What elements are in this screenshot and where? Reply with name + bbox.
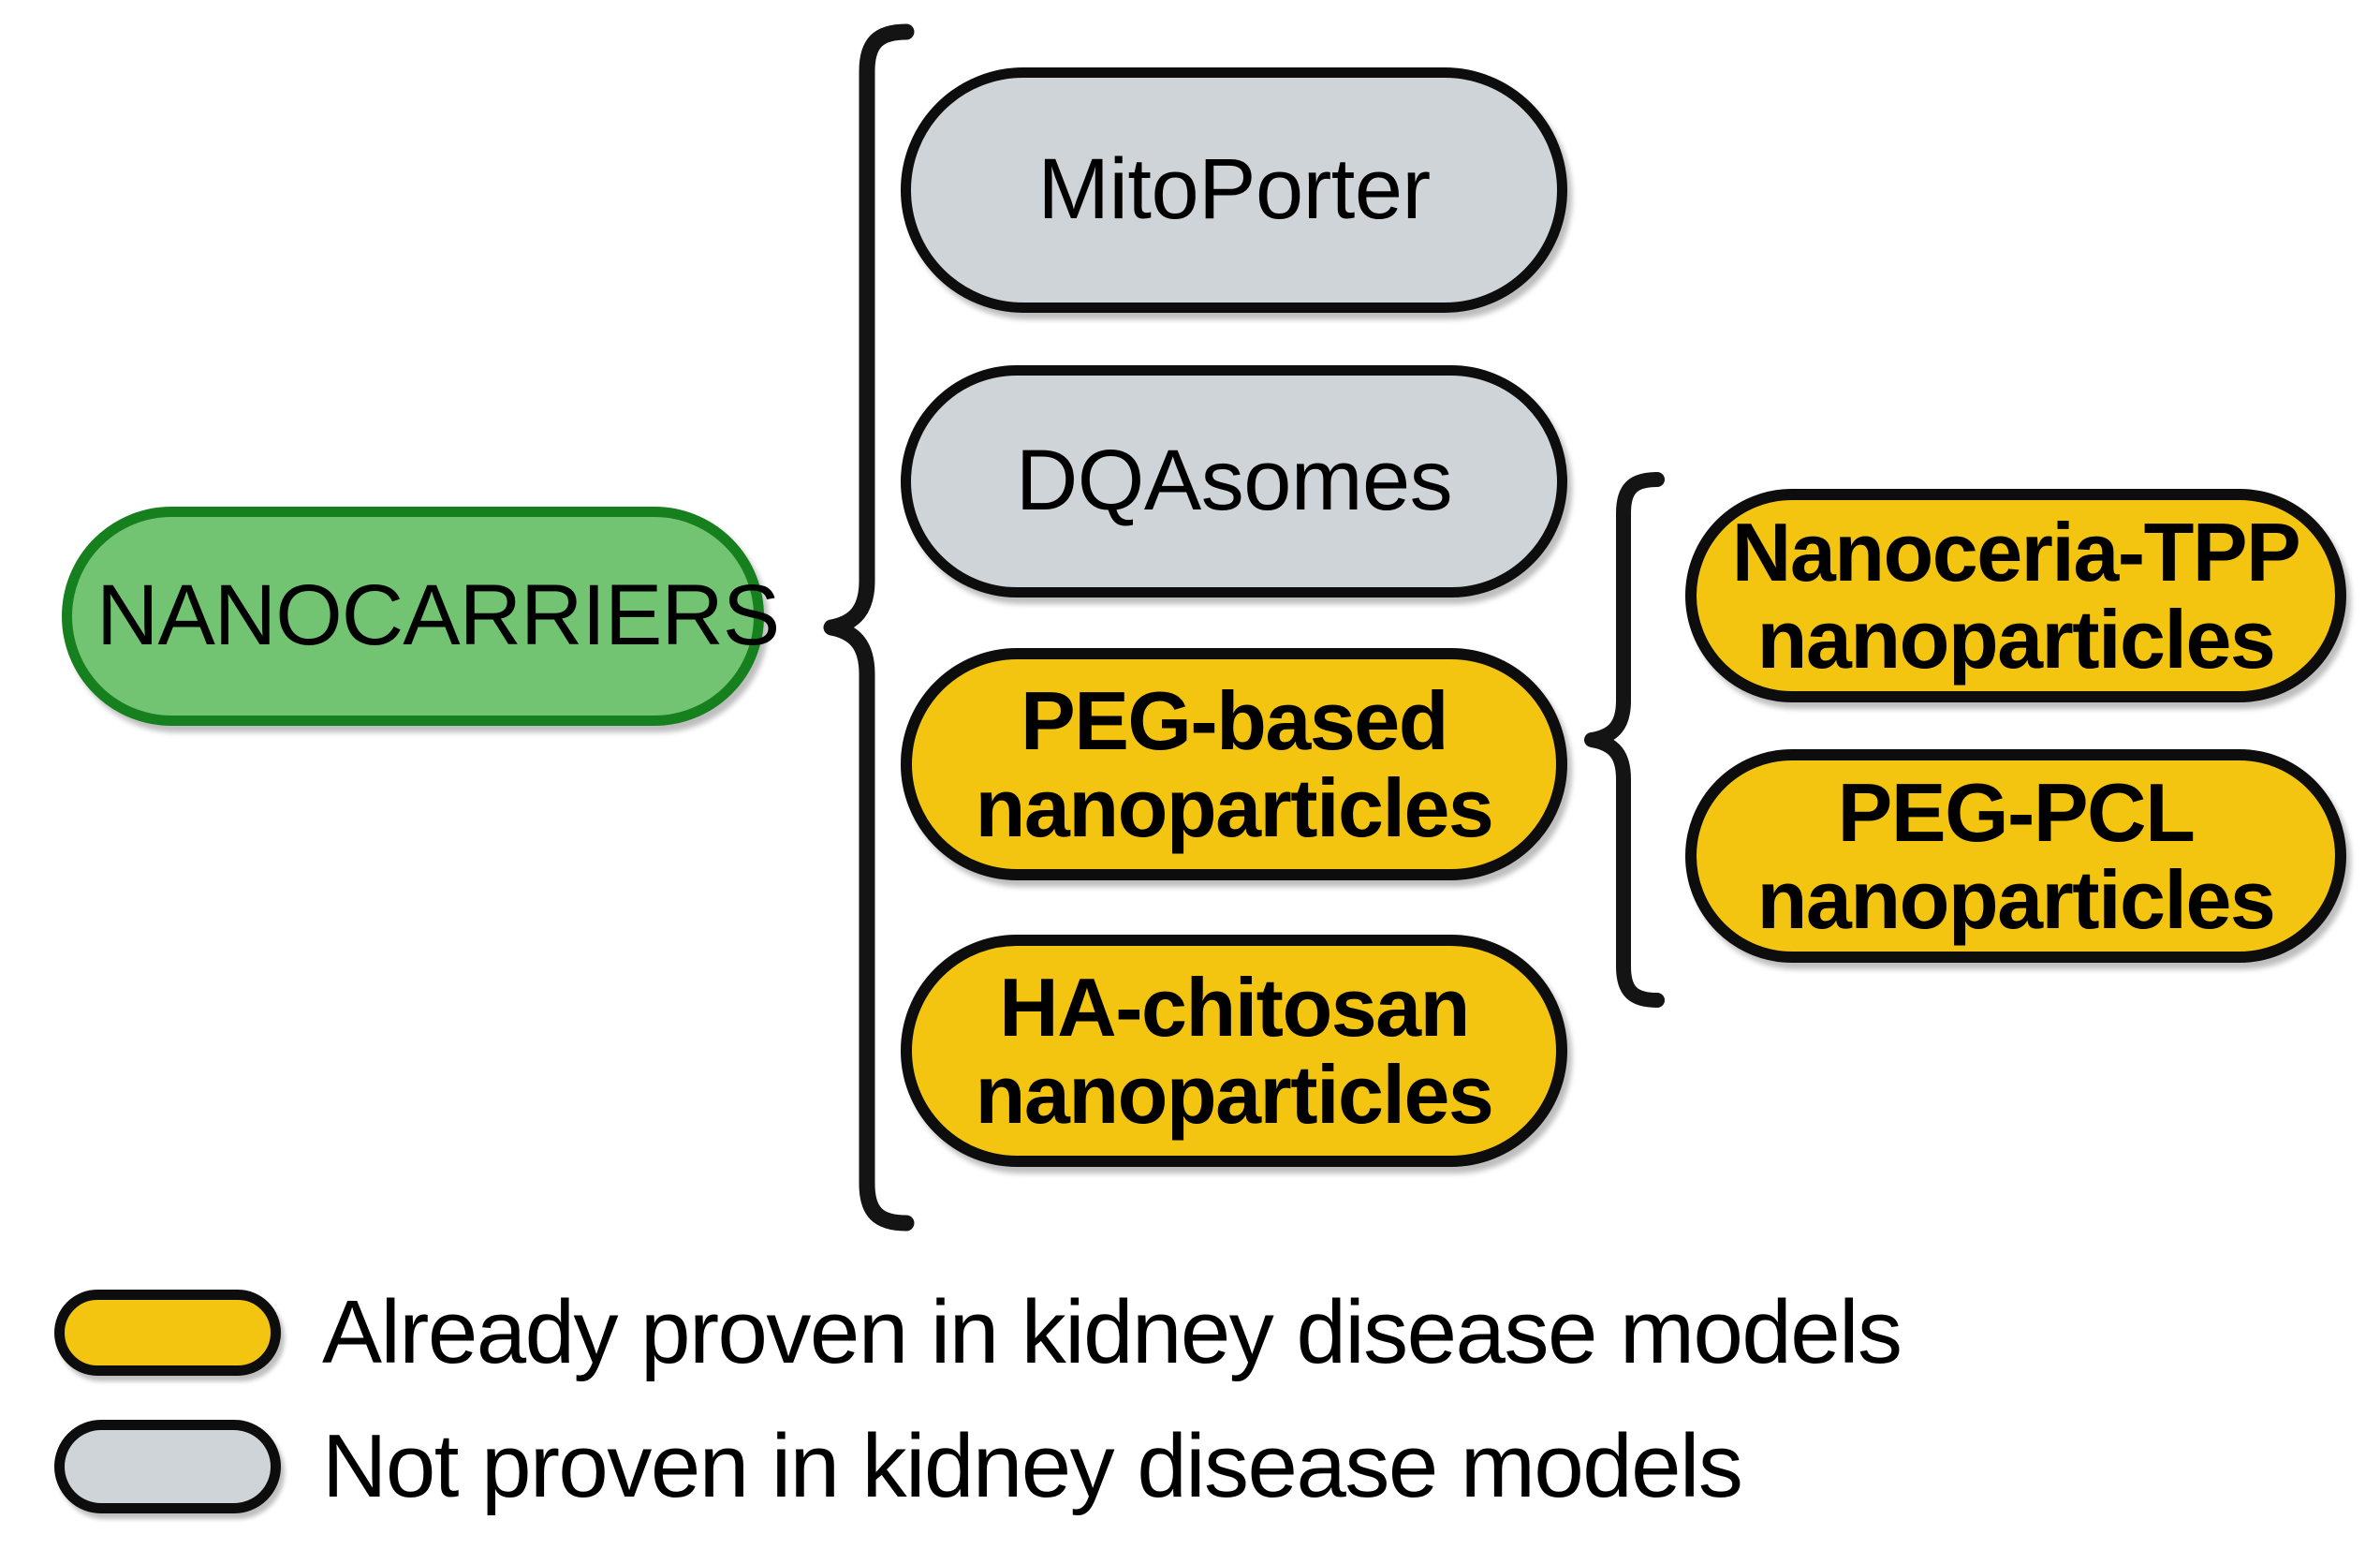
legend-label-not-proven: Not proven in kidney disease models	[322, 1416, 1743, 1516]
node-nanocarriers-label: NANOCARRIERS	[96, 568, 780, 664]
node-dqasomes-label: DQAsomes	[1015, 433, 1453, 529]
legend-item-proven: Already proven in kidney disease models	[54, 1282, 1903, 1382]
node-peg-based-nanoparticles[interactable]: PEG-based nanoparticles	[901, 648, 1567, 880]
node-peg-pcl-nanoparticles-label: PEG-PCL nanoparticles	[1756, 765, 2276, 946]
legend-swatch-proven-icon	[54, 1290, 281, 1376]
node-nanoceria-tpp-nanoparticles-label: Nanoceria-TPP nanoparticles	[1731, 505, 2301, 686]
node-peg-pcl-nanoparticles[interactable]: PEG-PCL nanoparticles	[1685, 749, 2346, 963]
node-mitoporter-label: MitoPorter	[1037, 141, 1431, 238]
node-peg-based-nanoparticles-label: PEG-based nanoparticles	[975, 673, 1494, 854]
node-nanocarriers[interactable]: NANOCARRIERS	[62, 507, 780, 726]
legend-swatch-not-proven-icon	[54, 1420, 281, 1513]
legend-label-proven: Already proven in kidney disease models	[322, 1282, 1903, 1382]
node-mitoporter[interactable]: MitoPorter	[901, 67, 1567, 313]
node-ha-chitosan-nanoparticles[interactable]: HA-chitosan nanoparticles	[901, 935, 1567, 1167]
node-ha-chitosan-nanoparticles-label: HA-chitosan nanoparticles	[975, 960, 1494, 1141]
node-nanoceria-tpp-nanoparticles[interactable]: Nanoceria-TPP nanoparticles	[1685, 489, 2346, 702]
legend-item-not-proven: Not proven in kidney disease models	[54, 1416, 1743, 1516]
brace-peg-based-icon	[1584, 468, 1665, 1011]
node-dqasomes[interactable]: DQAsomes	[901, 365, 1567, 598]
